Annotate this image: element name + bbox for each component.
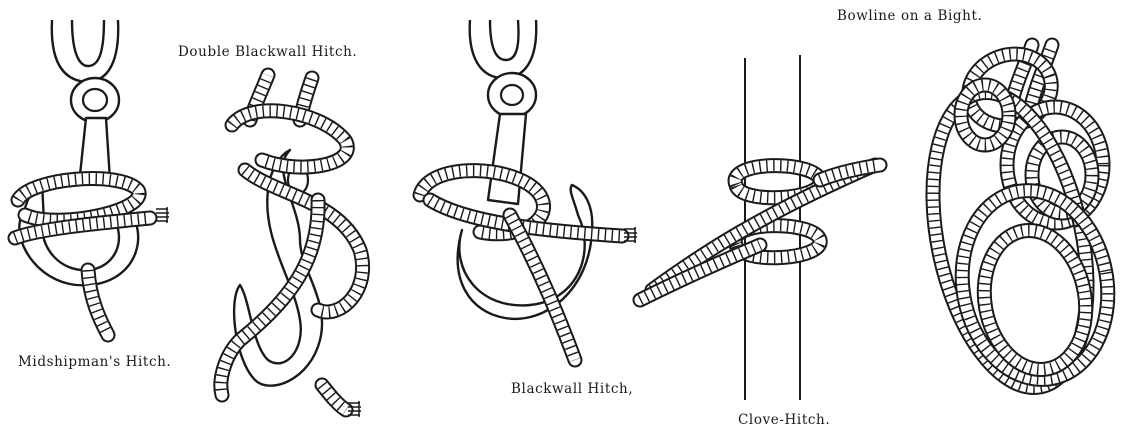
bowline-on-a-bight-figure xyxy=(908,43,1122,402)
blackwall-hitch-label: Blackwall Hitch, xyxy=(511,381,633,397)
double-blackwall-hitch-label: Double Blackwall Hitch. xyxy=(178,44,357,60)
double-blackwall-hitch-figure xyxy=(221,75,363,417)
blackwall-hitch-figure xyxy=(420,20,637,360)
clove-hitch-label: Clove-Hitch. xyxy=(738,412,830,428)
clove-hitch-figure xyxy=(640,55,880,400)
bowline-on-a-bight-label: Bowline on a Bight. xyxy=(837,8,982,24)
midshipmans-hitch-label: Midshipman's Hitch. xyxy=(18,354,171,370)
midshipmans-hitch-figure xyxy=(15,20,169,335)
